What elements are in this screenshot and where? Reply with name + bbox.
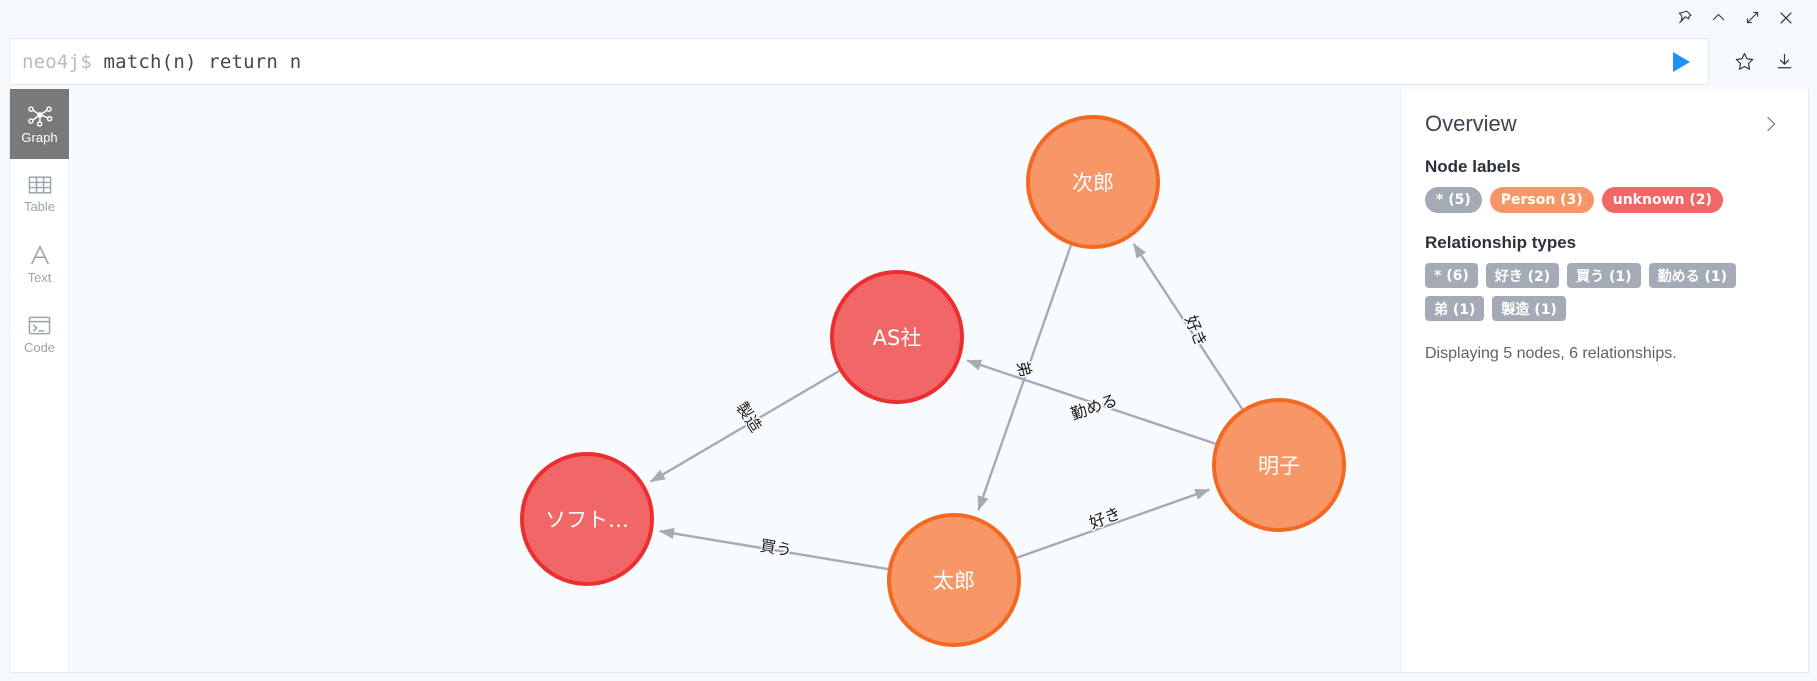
result-frame: Graph Table: [9, 89, 1809, 673]
chevron-right-icon[interactable]: [1758, 111, 1784, 137]
graph-node[interactable]: 明子: [1212, 398, 1346, 532]
run-query-button[interactable]: [1666, 47, 1696, 77]
node-circle[interactable]: [1026, 115, 1160, 249]
relationship-types-heading: Relationship types: [1425, 233, 1577, 252]
relationship-edge[interactable]: [1016, 488, 1211, 559]
view-tab-graph[interactable]: Graph: [10, 89, 69, 159]
relationship-type-chip-4[interactable]: 弟 (1): [1425, 296, 1485, 321]
overview-title: Overview: [1425, 111, 1517, 136]
view-tab-table-label: Table: [23, 199, 56, 214]
graph-node[interactable]: AS社: [830, 270, 964, 404]
graph-node[interactable]: 次郎: [1026, 115, 1160, 249]
expand-icon[interactable]: [1735, 3, 1769, 33]
view-switcher: Graph Table: [10, 89, 69, 672]
relationship-type-chip-3[interactable]: 勤める (1): [1648, 263, 1736, 288]
relationship-type-chip-0[interactable]: * (6): [1425, 263, 1478, 288]
relationship-label: 買う: [759, 536, 794, 560]
close-icon[interactable]: [1769, 3, 1803, 33]
view-tab-text-label: Text: [27, 270, 52, 285]
node-label-chip-0[interactable]: * (5): [1425, 187, 1482, 213]
view-tab-table[interactable]: Table: [10, 159, 69, 229]
window-titlebar: [0, 0, 1817, 36]
relationship-type-chip-5[interactable]: 製造 (1): [1492, 296, 1566, 321]
node-label-chip-list: * (5) Person (3) unknown (2): [1425, 187, 1784, 213]
collapse-icon[interactable]: [1701, 3, 1735, 33]
relationship-type-chip-2[interactable]: 買う (1): [1567, 263, 1641, 288]
relationship-label: 好き: [1181, 313, 1211, 350]
node-circle[interactable]: [830, 270, 964, 404]
node-circle[interactable]: [887, 513, 1021, 647]
view-tab-code[interactable]: Code: [10, 299, 69, 369]
query-input[interactable]: neo4j$ match(n) return n: [9, 38, 1709, 85]
result-summary: Displaying 5 nodes, 6 relationships.: [1425, 345, 1677, 362]
relationship-type-chip-1[interactable]: 好き (2): [1485, 263, 1560, 288]
relationship-type-chip-list: * (6) 好き (2) 買う (1) 勤める (1) 弟 (1) 製造 (1): [1425, 263, 1784, 321]
relationship-label: 好き: [1087, 503, 1124, 532]
pin-icon[interactable]: [1667, 3, 1701, 33]
text-icon: [28, 243, 52, 267]
code-icon: [27, 314, 52, 337]
node-labels-heading: Node labels: [1425, 157, 1521, 176]
node-label-chip-2[interactable]: unknown (2): [1601, 187, 1723, 213]
view-tab-text[interactable]: Text: [10, 229, 69, 299]
relationship-edge[interactable]: [977, 244, 1073, 511]
favorite-star-icon[interactable]: [1730, 48, 1758, 76]
table-icon: [27, 174, 53, 196]
node-circle[interactable]: [1212, 398, 1346, 532]
editor-action-group: [1712, 38, 1817, 85]
query-editor-bar: neo4j$ match(n) return n: [0, 36, 1817, 88]
graph-node[interactable]: 太郎: [887, 513, 1021, 647]
view-tab-graph-label: Graph: [21, 130, 58, 145]
download-icon[interactable]: [1771, 48, 1799, 76]
overview-panel: Overview Node labels * (5) Person (3) unkn…: [1400, 89, 1808, 672]
relationship-edge[interactable]: [650, 369, 840, 483]
node-label-chip-1[interactable]: Person (3): [1489, 187, 1594, 213]
relationship-edge[interactable]: [966, 359, 1216, 445]
relationship-label: 勤める: [1068, 390, 1120, 424]
overview-header: Overview: [1425, 111, 1784, 137]
node-circle[interactable]: [520, 452, 654, 586]
query-prompt: neo4j$: [22, 50, 104, 73]
query-text: match(n) return n: [103, 50, 302, 73]
graph-icon: [27, 103, 53, 127]
relationship-edge[interactable]: [1132, 243, 1244, 410]
relationship-label: 弟: [1013, 359, 1035, 379]
view-tab-code-label: Code: [23, 339, 56, 355]
relationship-edge[interactable]: [659, 527, 889, 571]
graph-node[interactable]: ソフト…: [520, 452, 654, 586]
